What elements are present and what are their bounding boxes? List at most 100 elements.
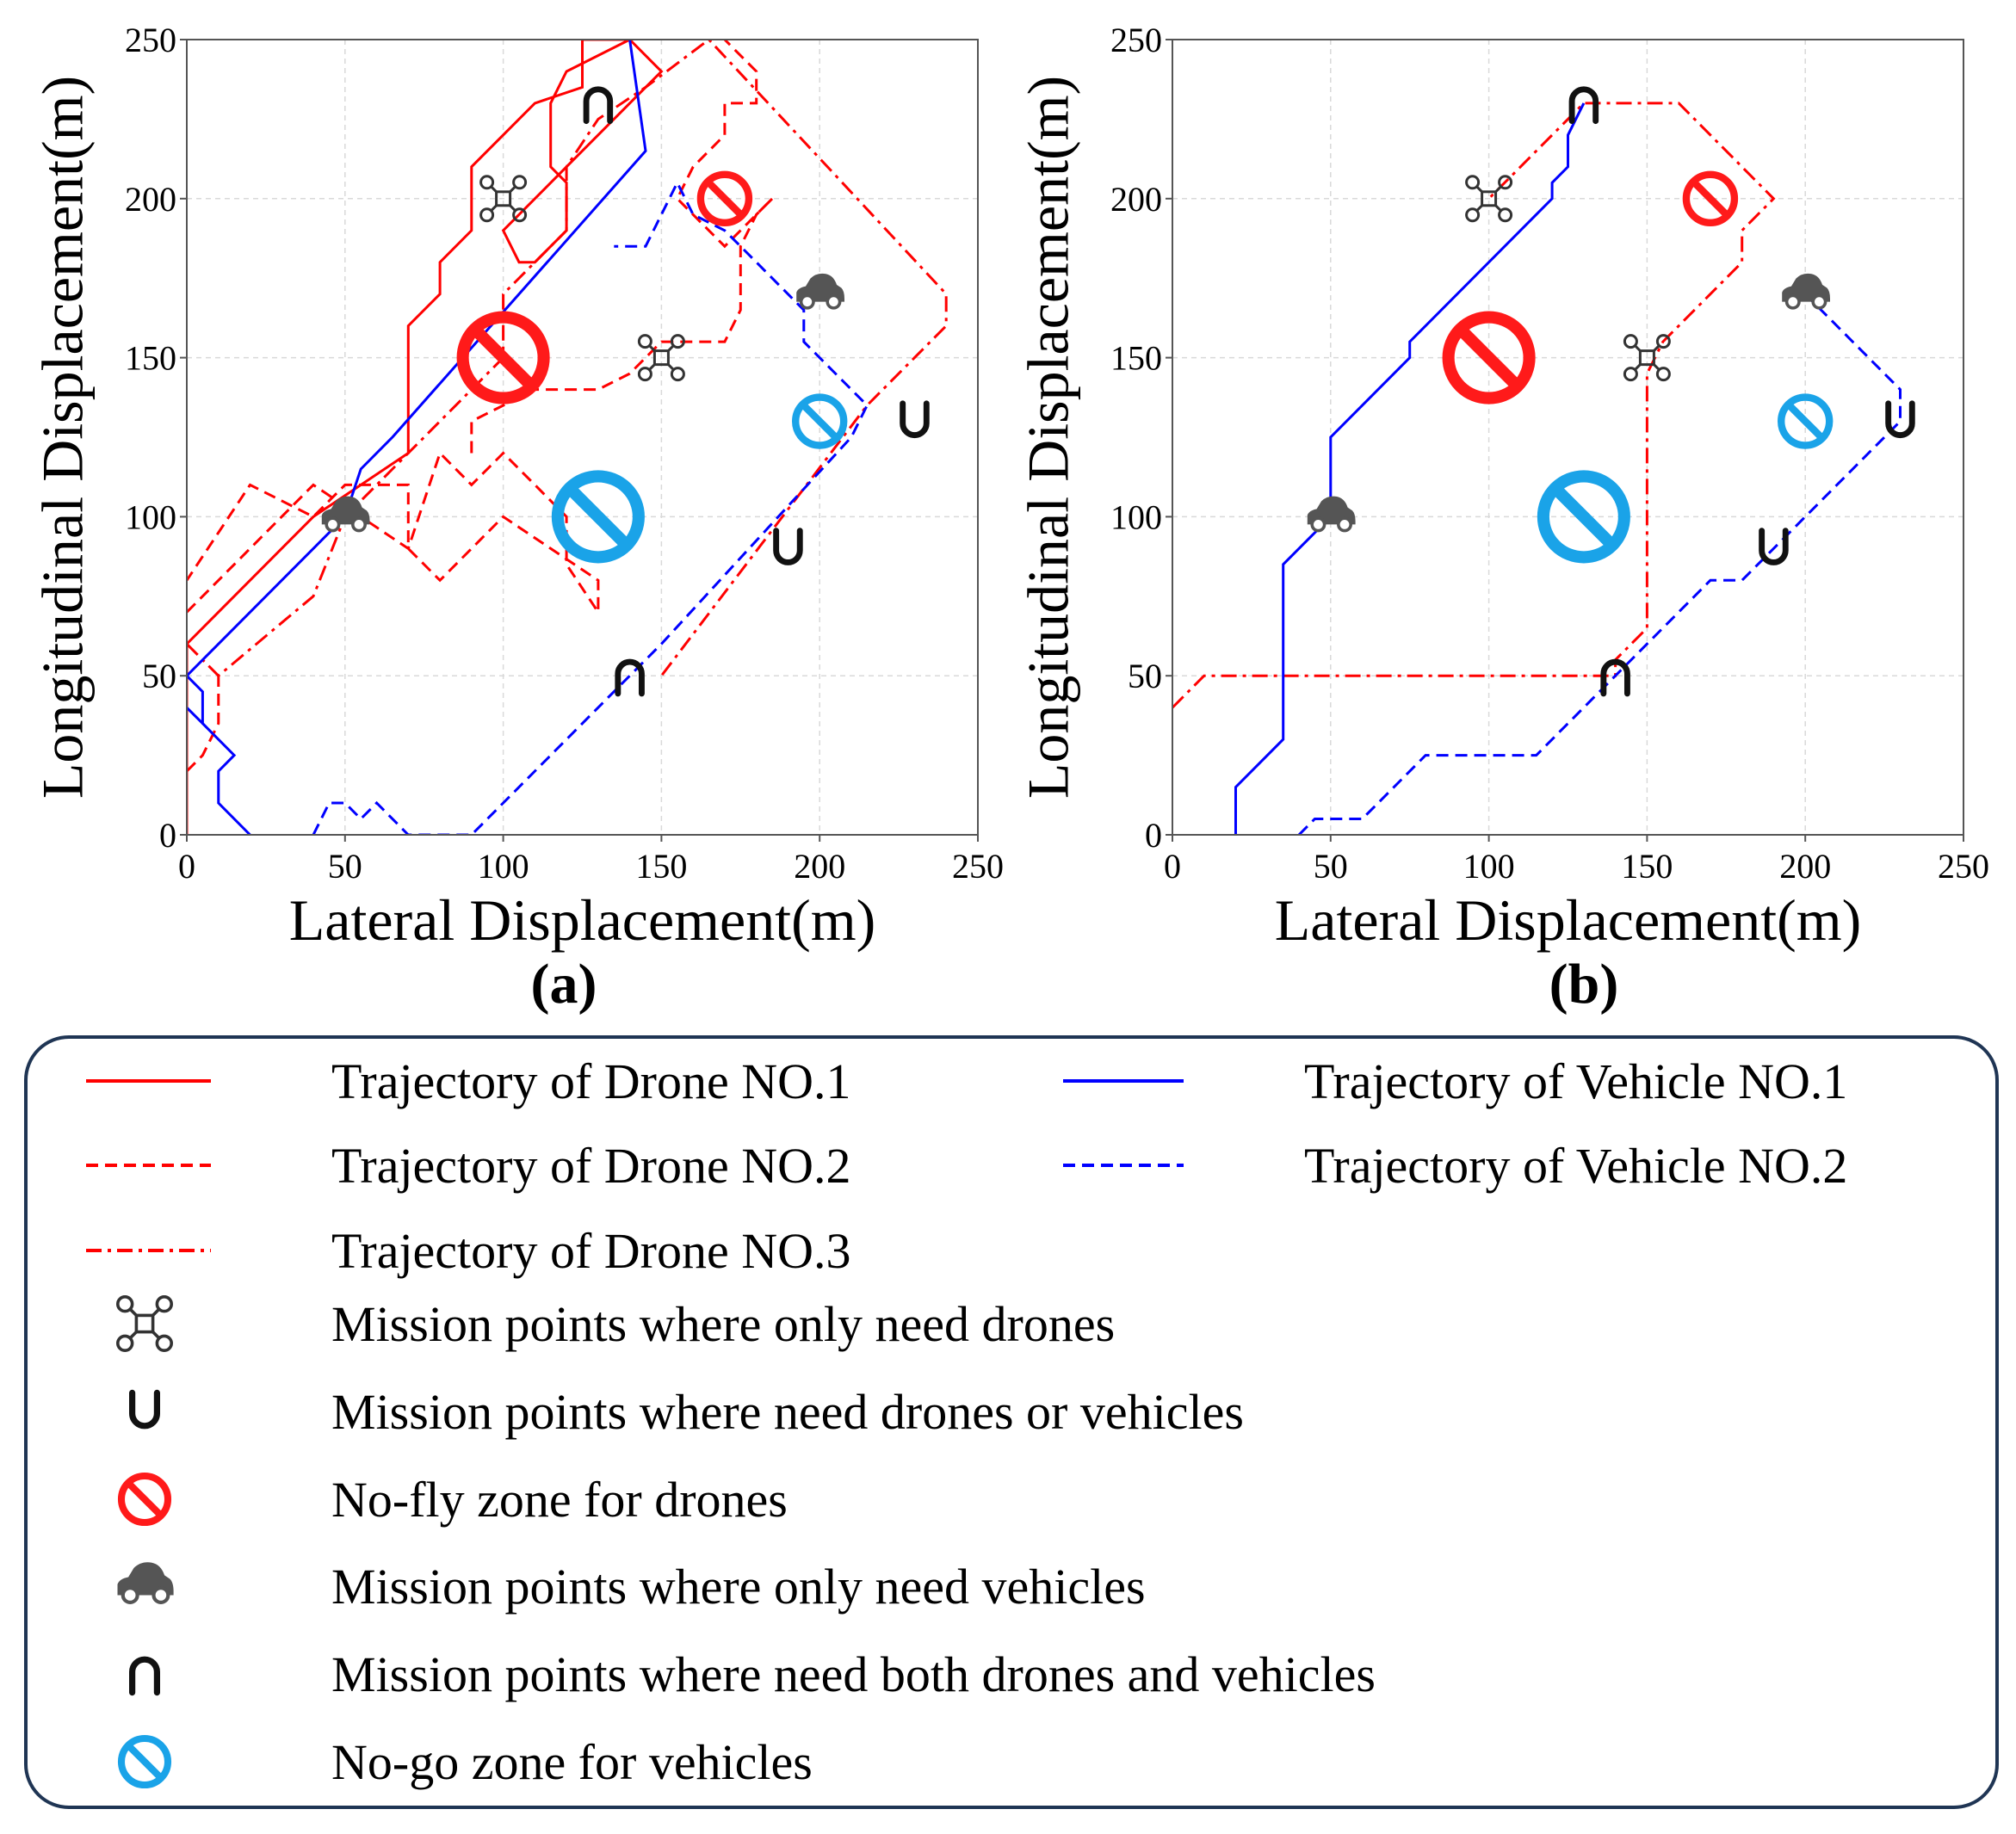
y-tick-label: 200 [125, 180, 176, 219]
vehicle-only-icon [796, 273, 844, 310]
drone-body [134, 1313, 155, 1334]
arch-shape [583, 86, 614, 125]
y-tick-label: 150 [125, 339, 176, 378]
no-go-bar [800, 401, 839, 442]
drones-or-vehicles-icon [1885, 400, 1915, 438]
no-fly-ring [1442, 311, 1536, 404]
y-tick-label: 250 [1110, 21, 1162, 59]
drone-icon [115, 1294, 174, 1353]
no-fly-icon [696, 170, 753, 227]
drone-rotor [512, 207, 528, 223]
car-wheel [121, 1586, 139, 1604]
y-tick-label: 50 [142, 657, 176, 695]
x-tick-label: 250 [1938, 847, 1989, 886]
legend-box [24, 1035, 1999, 1809]
vehicle-only-icon [1307, 496, 1356, 533]
cup-shape [773, 528, 803, 565]
drone-rotor [115, 1334, 134, 1353]
plot-frame [186, 39, 979, 836]
y-axis-title: Longitudinal Displacement(m) [1016, 76, 1081, 799]
no-fly-icon [1442, 311, 1536, 404]
x-axis-title: Lateral Displacement(m) [1275, 887, 1862, 953]
cup-icon [128, 1389, 161, 1430]
y-tick-label: 250 [125, 21, 176, 59]
car-wheel [1337, 516, 1353, 533]
no-go-ring [1777, 393, 1834, 449]
both-icon [1600, 658, 1630, 697]
series-group [1172, 102, 1902, 835]
drone-body [1638, 349, 1655, 367]
no-go-ring [792, 393, 848, 449]
both-icon [1568, 86, 1599, 125]
both-icon [583, 86, 614, 125]
trajectory-drone-3 [187, 40, 948, 678]
drone-rotor [479, 207, 495, 223]
trajectory-drone-2 [187, 450, 600, 617]
series-group [187, 40, 948, 835]
arch-shape [1568, 86, 1599, 125]
no-go-bar [1785, 401, 1825, 442]
drone-body [1481, 190, 1498, 207]
no-fly-bar [1456, 324, 1522, 391]
trajectory-drone-2c [470, 40, 774, 454]
legend-label: Mission points where only need vehicles [331, 1559, 1146, 1615]
drone-only-icon [479, 175, 528, 223]
drone-rotor [155, 1294, 174, 1313]
x-tick-label: 50 [1314, 847, 1348, 886]
drones-or-vehicles-icon [1759, 528, 1789, 565]
no-fly-icon [456, 311, 550, 404]
no-fly-ring [696, 170, 753, 227]
arch-icon [128, 1656, 161, 1696]
car-wheel [1811, 293, 1827, 310]
drone-rotor [1498, 175, 1513, 190]
drone-rotor [637, 367, 652, 382]
y-tick-label: 0 [1145, 816, 1162, 855]
x-tick-label: 100 [478, 847, 529, 886]
cup-shape [1759, 528, 1789, 565]
no-go-icon [1537, 470, 1630, 564]
x-tick-label: 100 [1463, 847, 1515, 886]
drone-rotor [115, 1294, 134, 1313]
drones-or-vehicles-icon [773, 528, 803, 565]
y-tick-label: 150 [1110, 339, 1162, 378]
car-icon [117, 1562, 174, 1604]
drone-rotor [479, 175, 495, 190]
legend-label: Trajectory of Vehicle NO.1 [1304, 1053, 1847, 1109]
car-wheel [826, 293, 842, 310]
car-wheel [799, 293, 815, 310]
no-fly-bar [1691, 179, 1730, 219]
trajectory-vehicle-2 [1297, 293, 1902, 835]
no-fly-icon [1682, 170, 1739, 227]
no-go-ring [551, 470, 645, 564]
drone-body [495, 190, 512, 207]
car-wheel [152, 1586, 170, 1604]
x-tick-label: 200 [1779, 847, 1831, 886]
drone-body [652, 349, 670, 367]
drone-rotor [637, 334, 652, 349]
y-tick-label: 100 [1110, 497, 1162, 536]
legend-label: No-go zone for vehicles [331, 1734, 813, 1790]
vehicle-only-icon [1782, 273, 1830, 310]
panel-label: (a) [531, 953, 597, 1016]
drone-rotor [670, 334, 685, 349]
x-tick-label: 0 [178, 847, 195, 886]
legend-label: Mission points where need drones or vehi… [331, 1384, 1244, 1440]
no-go-icon [117, 1734, 172, 1789]
legend-label: No-fly zone for drones [331, 1472, 788, 1528]
legend-label: Trajectory of Drone NO.1 [331, 1053, 851, 1109]
car-wheel [350, 516, 367, 533]
drone-rotor [512, 175, 528, 190]
car-wheel [1784, 293, 1801, 310]
trajectory-vehicle-2 [312, 179, 869, 835]
legend-label: Mission points where need both drones an… [331, 1646, 1376, 1702]
no-go-ring [1537, 470, 1630, 564]
arch-shape [615, 658, 645, 697]
legend-label: Trajectory of Drone NO.3 [331, 1223, 851, 1279]
trajectory-vehicle-1 [1234, 102, 1586, 835]
no-fly-ring [117, 1472, 172, 1527]
x-tick-label: 50 [328, 847, 362, 886]
